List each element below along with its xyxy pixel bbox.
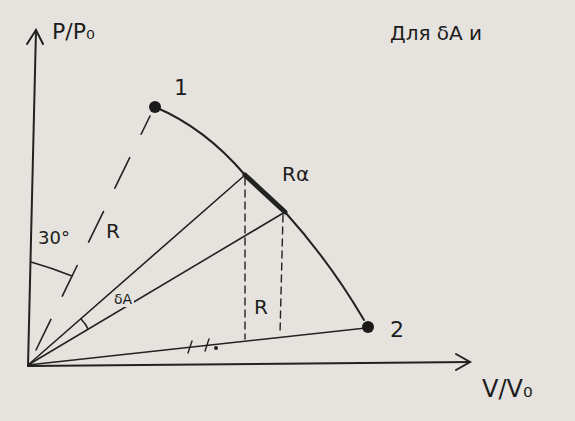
projection-line [280, 215, 283, 334]
x-arrowhead [456, 354, 470, 370]
process-curve [285, 212, 364, 320]
point-label: 1 [172, 76, 190, 100]
radius-label: R [252, 296, 270, 318]
x-axis [28, 362, 470, 366]
angle-arc [81, 319, 88, 329]
tick-mark [188, 341, 192, 353]
radius-line [28, 328, 366, 365]
arc-element [245, 175, 285, 212]
note-text: Для δA и [388, 22, 484, 44]
angle-label: δA [112, 292, 134, 307]
tick-dot [214, 346, 218, 350]
angle-label: 30° [36, 228, 72, 248]
axis-label: V/V₀ [480, 376, 535, 402]
point-label: 2 [388, 318, 406, 342]
state-point [362, 321, 374, 333]
radius-line [36, 116, 150, 350]
radius-label: R [104, 220, 122, 242]
y-axis [28, 30, 36, 366]
state-point [149, 101, 161, 113]
ray-line [28, 212, 285, 365]
axis-label: P/P₀ [50, 20, 97, 44]
angle-arc [31, 262, 72, 276]
process-curve [155, 107, 245, 175]
y-arrowhead [27, 30, 43, 44]
ray-line [28, 175, 245, 365]
projection-line [244, 178, 245, 339]
arc-label: Rα [280, 163, 311, 185]
tick-mark [205, 339, 209, 351]
